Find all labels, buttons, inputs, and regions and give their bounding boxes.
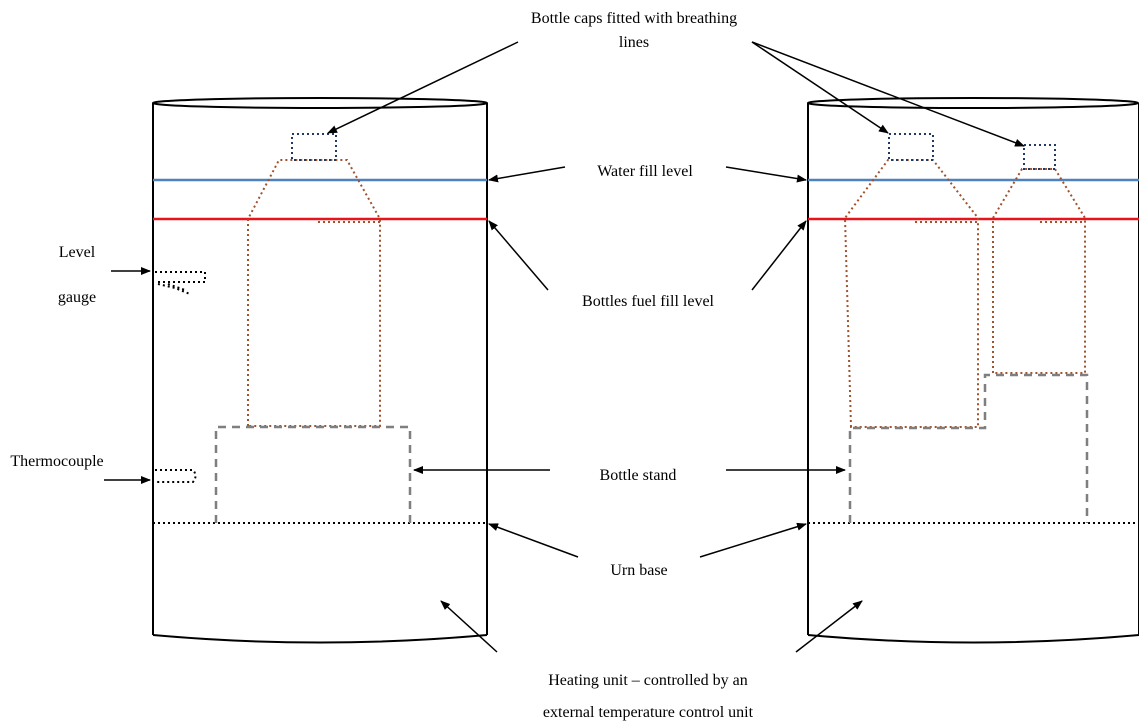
label-urn-base: Urn base xyxy=(610,562,667,579)
arrow-caps-right-small xyxy=(751,41,1025,147)
right-urn xyxy=(807,97,1139,644)
arrow-heating-left xyxy=(440,600,498,653)
arrow-heating-right xyxy=(795,600,863,653)
arrow-fuel-right xyxy=(751,220,807,291)
level-gauge-icon xyxy=(155,271,206,295)
left-bottle-stand xyxy=(214,425,412,523)
label-bottle-stand: Bottle stand xyxy=(600,467,677,484)
label-bottle-caps-line1: Bottle caps fitted with breathing xyxy=(531,10,737,27)
label-water-fill-level: Water fill level xyxy=(597,163,693,180)
left-urn-body xyxy=(152,103,488,644)
arrow-base-left xyxy=(488,523,579,558)
thermocouple-icon xyxy=(155,469,197,483)
label-heating-unit-line1: Heating unit – controlled by an xyxy=(548,672,748,689)
annotation-arrows xyxy=(104,41,1025,653)
label-heating-unit-line2: external temperature control unit xyxy=(543,704,754,721)
right-large-bottle xyxy=(843,159,979,428)
right-urn-rim xyxy=(807,97,1139,109)
arrow-caps-left xyxy=(327,41,519,134)
label-level-gauge-line1: Level xyxy=(59,244,96,261)
label-level-gauge-line2: gauge xyxy=(58,289,96,306)
right-bottle-stand xyxy=(848,373,1089,523)
left-urn xyxy=(152,97,488,644)
label-bottle-caps-line2: lines xyxy=(619,34,649,51)
right-small-bottle-cap xyxy=(1023,144,1056,170)
arrow-base-right xyxy=(699,522,807,558)
right-large-bottle-cap xyxy=(888,133,934,161)
arrow-caps-right-large xyxy=(751,41,889,134)
arrow-water-left xyxy=(488,166,566,183)
right-small-bottle xyxy=(992,168,1086,374)
arrow-fuel-left xyxy=(488,220,549,291)
left-bottle-cap xyxy=(291,133,337,161)
arrow-water-right xyxy=(725,166,807,183)
annotation-labels: Bottle caps fitted with breathing lines … xyxy=(10,10,753,721)
label-bottles-fuel-fill-level: Bottles fuel fill level xyxy=(582,293,715,310)
left-bottle xyxy=(247,159,381,427)
label-thermocouple: Thermocouple xyxy=(10,453,103,470)
right-urn-body xyxy=(807,103,1139,644)
left-urn-rim xyxy=(152,97,488,109)
